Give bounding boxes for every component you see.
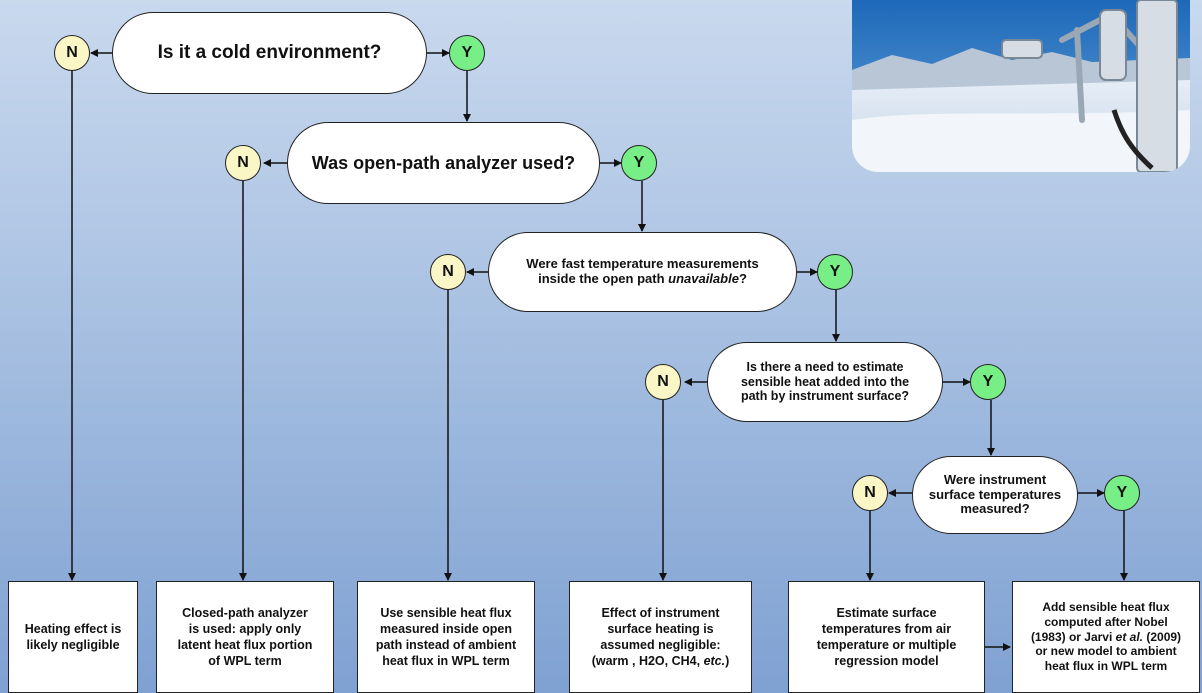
question-estimate-line1: Is there a need to estimate xyxy=(746,360,904,375)
question-estimate-sensible-heat: Is there a need to estimate sensible hea… xyxy=(707,342,943,422)
no-node-1: N xyxy=(54,35,90,71)
outcome-4-line3: assumed negligible: xyxy=(600,638,721,652)
yes-node-1: Y xyxy=(449,35,485,71)
no-label: N xyxy=(657,373,669,390)
outcome-heating-negligible: Heating effect is likely negligible xyxy=(8,581,138,693)
outcome-use-sensible-heat-flux: Use sensible heat flux measured inside o… xyxy=(357,581,535,693)
outcome-3-line3: path instead of ambient xyxy=(375,638,517,652)
no-label: N xyxy=(66,44,78,61)
question-fast-temperature-line2-text: inside the open path xyxy=(538,271,669,286)
outcome-1-line2: likely negligible xyxy=(26,638,120,652)
question-cold-environment: Is it a cold environment? xyxy=(112,12,427,94)
outcome-2-line2: is used: apply only xyxy=(188,621,302,636)
outcome-5-line1: Estimate surface xyxy=(836,605,937,620)
outcome-3-line1: Use sensible heat flux xyxy=(380,605,512,620)
question-cold-environment-text: Is it a cold environment? xyxy=(157,42,382,64)
outcome-3-line4: heat flux in WPL term xyxy=(382,654,510,669)
yes-label: Y xyxy=(1116,484,1128,501)
outcome-4-close-paren: ) xyxy=(725,654,730,669)
question-surface-line1: Were instrument xyxy=(943,471,1047,487)
outcome-1-line1: Heating effect is xyxy=(24,621,122,636)
yes-node-5: Y xyxy=(1104,475,1140,511)
outcome-6-line4: or new model to ambient xyxy=(1035,644,1177,659)
question-estimate-line2: sensible heat added into the xyxy=(740,374,910,389)
outcome-heating-assumed-negligible: Effect of instrument surface heating is … xyxy=(569,581,752,693)
question-fast-temperature-line2: inside the open path unavailable? xyxy=(538,271,747,287)
question-surface-line3: measured? xyxy=(960,501,1030,517)
outcome-5-line4: regression model xyxy=(834,654,939,669)
yes-label: Y xyxy=(461,44,473,61)
outcome-6-line1: Add sensible heat flux xyxy=(1042,600,1170,615)
outcome-3-line2: measured inside open xyxy=(380,621,512,636)
outcome-4-line1: Effect of instrument xyxy=(601,605,720,620)
no-node-5: N xyxy=(852,475,888,511)
outcome-4-line2: surface heating is xyxy=(607,621,714,636)
outcome-6-line3: (1983) or Jarvi et al. (2009) xyxy=(1031,630,1181,645)
question-surface-temperatures-measured: Were instrument surface temperatures mea… xyxy=(912,456,1078,534)
outcome-estimate-surface-temperatures: Estimate surface temperatures from air t… xyxy=(788,581,985,693)
outcome-2-line1: Closed-path analyzer xyxy=(182,605,308,620)
outcome-6-et-al: et al. xyxy=(1115,629,1144,644)
yes-label: Y xyxy=(633,154,645,171)
outcome-5-line3: temperature or multiple xyxy=(816,638,957,652)
yes-node-3: Y xyxy=(817,254,853,290)
outcome-4-line4-text: (warm , H2O, CH4, xyxy=(591,654,704,669)
outcome-5-line2: temperatures from air xyxy=(821,621,952,636)
outcome-6-year: (2009) xyxy=(1143,629,1182,644)
yes-node-2: Y xyxy=(621,145,657,181)
question-open-path-analyzer: Was open-path analyzer used? xyxy=(287,122,600,204)
no-node-4: N xyxy=(645,364,681,400)
no-label: N xyxy=(442,263,454,280)
no-label: N xyxy=(237,154,249,171)
no-node-3: N xyxy=(430,254,466,290)
question-surface-line2: surface temperatures xyxy=(928,486,1062,502)
question-estimate-line3: path by instrument surface? xyxy=(740,389,910,404)
photo-open-path-analyzer-in-snow xyxy=(852,0,1190,172)
outcome-4-etc: etc. xyxy=(703,654,726,669)
outcome-6-line5: heat flux in WPL term xyxy=(1044,658,1168,673)
outcome-2-line3: latent heat flux portion xyxy=(177,638,313,652)
no-node-2: N xyxy=(225,145,261,181)
outcome-4-line4: (warm , H2O, CH4, etc.) xyxy=(592,653,730,669)
outcome-6-line3-text: (1983) or Jarvi xyxy=(1030,629,1116,644)
question-fast-temperature-line1: Were fast temperature measurements xyxy=(526,256,759,272)
outcome-add-sensible-heat-flux: Add sensible heat flux computed after No… xyxy=(1012,581,1200,693)
question-fast-temperature-qmark: ? xyxy=(738,271,747,286)
open-path-analyzer-in-snow-photo xyxy=(852,0,1190,172)
outcome-2-line4: of WPL term xyxy=(208,654,282,669)
outcome-closed-path-analyzer: Closed-path analyzer is used: apply only… xyxy=(156,581,334,693)
question-open-path-analyzer-text: Was open-path analyzer used? xyxy=(311,152,576,173)
no-label: N xyxy=(864,484,876,501)
question-fast-temperature-unavailable: Were fast temperature measurements insid… xyxy=(488,232,797,312)
yes-node-4: Y xyxy=(970,364,1006,400)
outcome-6-line2: computed after Nobel xyxy=(1044,615,1168,630)
yes-label: Y xyxy=(829,263,841,280)
yes-label: Y xyxy=(982,373,994,390)
question-fast-temperature-unavailable-word: unavailable xyxy=(668,271,739,286)
